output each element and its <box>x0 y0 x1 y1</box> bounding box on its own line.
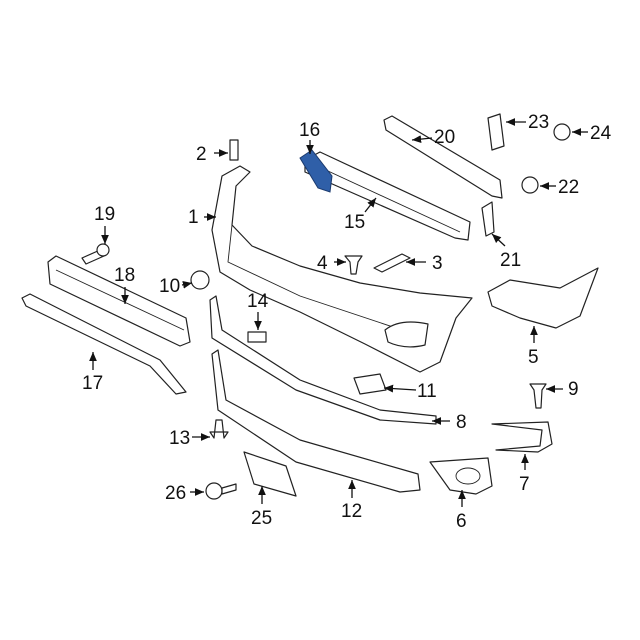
callout-19: 19 <box>94 204 115 225</box>
part-24-nut <box>553 123 571 141</box>
part-2-pin <box>229 139 239 161</box>
part-3-bracket <box>373 253 411 273</box>
callout-26: 26 <box>165 483 186 504</box>
callout-7: 7 <box>519 474 530 495</box>
callout-4: 4 <box>317 253 328 274</box>
callout-6: 6 <box>456 511 467 532</box>
callout-25: 25 <box>251 508 272 529</box>
callout-14: 14 <box>247 291 269 312</box>
leader-lines <box>89 118 588 507</box>
callout-1: 1 <box>188 207 199 228</box>
callout-23: 23 <box>528 112 549 133</box>
part-8-lower-strip <box>209 295 437 425</box>
callout-11: 11 <box>417 381 437 402</box>
callout-3: 3 <box>432 253 443 274</box>
part-7-trim <box>491 421 553 453</box>
part-23-sensor <box>487 113 505 151</box>
callout-18: 18 <box>114 265 135 286</box>
part-4-screw <box>344 255 363 275</box>
part-25-plate-bracket <box>243 451 297 497</box>
callout-12: 12 <box>341 501 362 522</box>
part-22-nut <box>521 176 539 194</box>
callout-10: 10 <box>159 276 180 297</box>
part-11-bracket <box>353 373 387 395</box>
callout-5: 5 <box>528 347 539 368</box>
part-12-valance <box>211 349 421 493</box>
callout-20: 20 <box>434 127 455 148</box>
callout-13: 13 <box>169 428 190 449</box>
part-26-bolt <box>205 482 223 500</box>
callout-15: 15 <box>344 212 365 233</box>
callout-24: 24 <box>590 123 612 144</box>
part-1-bumper-cover <box>211 165 473 373</box>
part-10-clip <box>190 270 210 290</box>
part-17-strip <box>21 293 187 395</box>
callout-2: 2 <box>196 144 207 165</box>
part-18-absorber <box>47 255 191 347</box>
part-9-screw <box>529 383 547 409</box>
part-15-grille-bar <box>304 151 471 241</box>
callout-8: 8 <box>456 412 467 433</box>
callout-16: 16 <box>299 120 320 141</box>
callout-labels: 16 20 23 24 2 22 19 1 15 21 4 3 18 10 14… <box>82 112 612 532</box>
part-21-bracket <box>481 201 495 237</box>
part-14-clip <box>247 331 267 343</box>
callout-17: 17 <box>82 373 103 394</box>
part-6-fog-bezel <box>429 457 493 495</box>
callout-9: 9 <box>568 379 579 400</box>
callout-21: 21 <box>500 250 521 271</box>
part-5-bracket <box>487 267 599 329</box>
callout-22: 22 <box>558 177 579 198</box>
part-13-stud <box>209 419 229 439</box>
